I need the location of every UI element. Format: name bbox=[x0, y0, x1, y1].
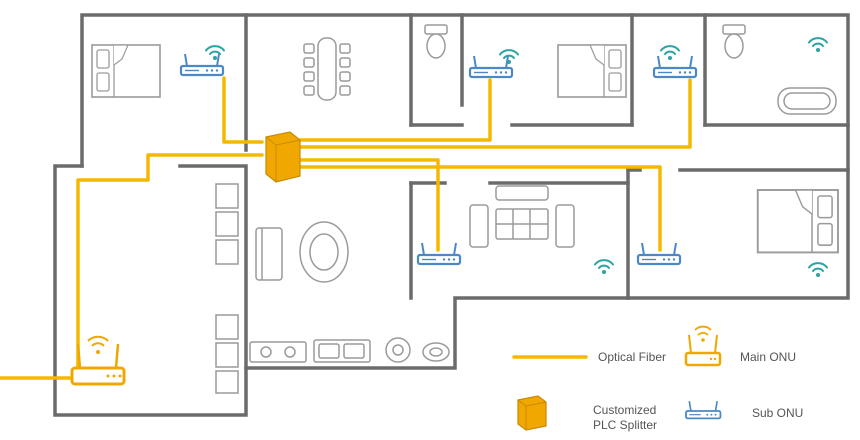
sub-onu-top-right bbox=[652, 54, 698, 79]
wifi-signal-icon bbox=[205, 45, 225, 61]
main-onu-router-icon bbox=[70, 335, 126, 386]
legend-sub-onu-icon bbox=[685, 400, 722, 420]
legend-plc-splitter-icon bbox=[517, 395, 547, 431]
legend-sub-onu-label: Sub ONU bbox=[752, 406, 804, 420]
legend-main-onu-label: Main ONU bbox=[740, 350, 797, 364]
legend-splitter-label-line1: Customized bbox=[593, 403, 657, 417]
legend-main-onu-icon bbox=[684, 325, 722, 367]
optical-fiber-lines bbox=[0, 76, 692, 380]
wifi-signal-icon bbox=[808, 37, 828, 53]
plc-splitter-icon bbox=[265, 131, 301, 183]
wifi-signal-icon bbox=[660, 45, 680, 61]
legend-splitter-label-line2: PLC Splitter bbox=[593, 418, 658, 432]
legend-optical-fiber-label: Optical Fiber bbox=[598, 350, 667, 364]
wifi-signal-icon bbox=[594, 259, 614, 275]
walls bbox=[53, 13, 850, 417]
wifi-signal-icon bbox=[808, 262, 828, 278]
wifi-signal-icon bbox=[499, 49, 519, 65]
furniture bbox=[91, 24, 839, 394]
sub-onu-bedroom-2 bbox=[468, 54, 514, 79]
